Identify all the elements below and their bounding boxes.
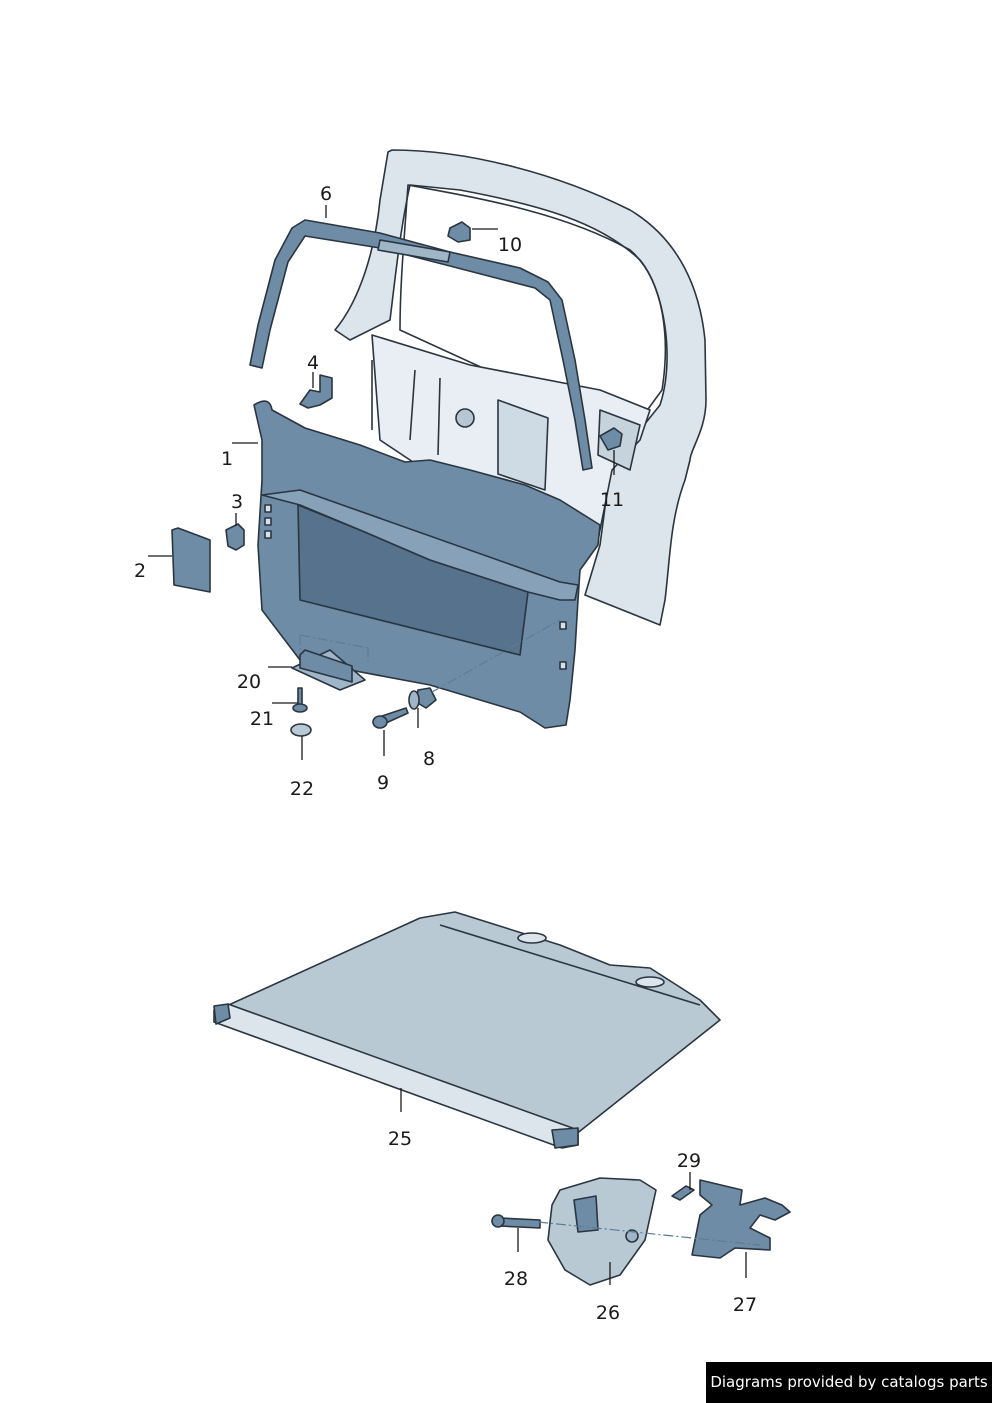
leader-lines xyxy=(148,205,747,1285)
part-9-screw xyxy=(372,707,409,729)
label-part-25: 25 xyxy=(388,1128,412,1150)
part-26-holder xyxy=(547,1177,657,1286)
part-25-luggage-cover xyxy=(213,911,721,1149)
part-4-bracket xyxy=(299,374,333,409)
part-3-clip xyxy=(225,523,245,551)
label-part-1: 1 xyxy=(221,448,233,470)
label-part-21: 21 xyxy=(250,708,274,730)
label-part-8: 8 xyxy=(423,748,435,770)
part-2-cover-plate xyxy=(171,527,211,593)
label-part-9: 9 xyxy=(377,772,389,794)
label-part-27: 27 xyxy=(733,1294,757,1316)
part-21-screw xyxy=(292,687,308,713)
label-part-6: 6 xyxy=(320,183,332,205)
label-part-2: 2 xyxy=(134,560,146,582)
part-20-grab-handle xyxy=(291,649,366,691)
label-part-11: 11 xyxy=(600,489,624,511)
label-part-26: 26 xyxy=(596,1302,620,1324)
label-part-22: 22 xyxy=(290,778,314,800)
part-11-clip xyxy=(599,427,623,451)
label-part-28: 28 xyxy=(504,1268,528,1290)
label-part-29: 29 xyxy=(677,1150,701,1172)
part-27-bracket xyxy=(691,1179,791,1259)
label-part-10: 10 xyxy=(498,234,522,256)
part-labels: 1 2 3 4 6 8 9 10 11 20 21 22 25 26 27 28… xyxy=(134,183,757,1324)
label-part-4: 4 xyxy=(307,352,319,374)
label-part-3: 3 xyxy=(231,491,243,513)
part-6-upper-trim xyxy=(249,219,593,471)
part-10-clip xyxy=(447,221,471,243)
part-22-cap xyxy=(290,723,312,737)
part-8-expansion-nut xyxy=(408,687,437,710)
part-28-bolt xyxy=(491,1214,541,1229)
part-29-screw xyxy=(671,1185,695,1201)
credit-banner: Diagrams provided by catalogs parts xyxy=(706,1362,992,1403)
label-part-20: 20 xyxy=(237,671,261,693)
